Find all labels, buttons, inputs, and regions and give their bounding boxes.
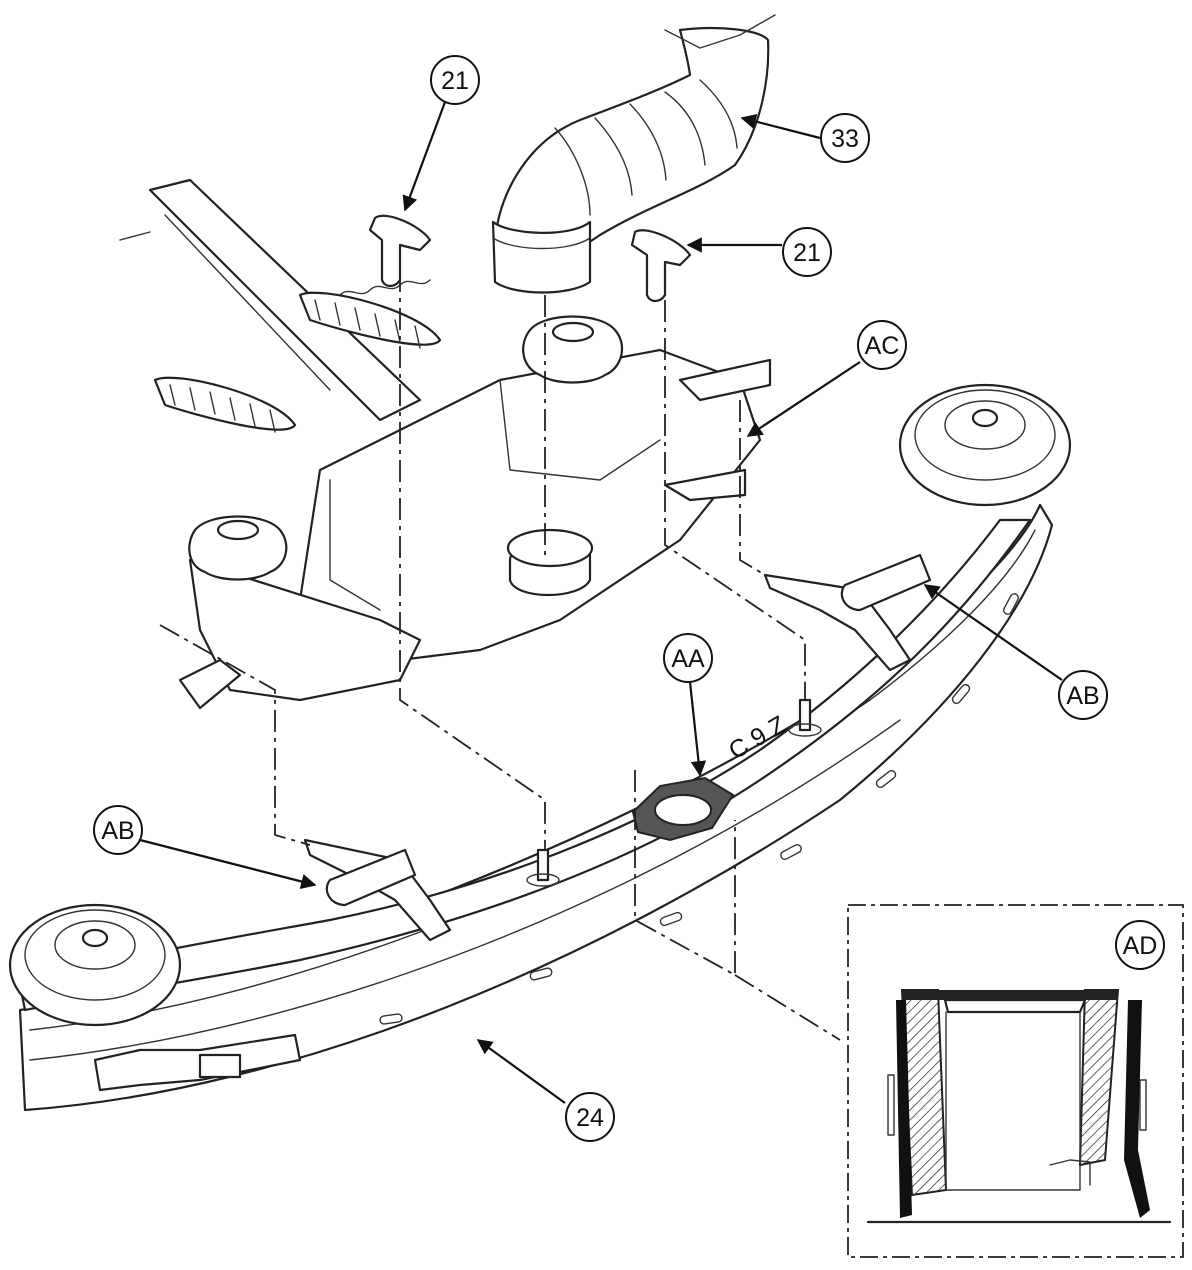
svg-text:33: 33: [831, 125, 859, 153]
stud-left: [526, 848, 560, 887]
callout-ab-left: AB: [93, 805, 143, 855]
wing-nut-ab-right: [763, 553, 932, 672]
svg-text:AC: AC: [865, 332, 900, 360]
knob-21-right: [630, 229, 692, 303]
knob-21-left: [368, 214, 432, 288]
callout-21-top: 21: [430, 55, 480, 105]
svg-text:AA: AA: [671, 645, 705, 673]
svg-text:21: 21: [793, 239, 821, 267]
wing-nut-ab-left: [303, 838, 452, 942]
svg-text:AD: AD: [1123, 932, 1158, 960]
wheel-right: [898, 383, 1072, 507]
callout-24: 24: [565, 1092, 615, 1142]
callout-ac: AC: [857, 320, 907, 370]
suction-hose: [491, 14, 776, 294]
mounting-frame: [119, 178, 772, 710]
svg-text:21: 21: [441, 67, 469, 95]
callout-aa: AA: [663, 633, 713, 683]
alignment-lines: [159, 270, 841, 1041]
callout-ab-right: AB: [1058, 670, 1108, 720]
callout-ad: AD: [1115, 920, 1165, 970]
svg-text:AB: AB: [1066, 682, 1099, 710]
callout-21-right: 21: [782, 227, 832, 277]
gasket-aa: [631, 776, 735, 842]
leader-lines: [139, 101, 1063, 1104]
wheel-left: [8, 903, 182, 1027]
svg-text:AB: AB: [101, 817, 134, 845]
svg-text:24: 24: [576, 1104, 604, 1132]
callout-33: 33: [820, 113, 870, 163]
